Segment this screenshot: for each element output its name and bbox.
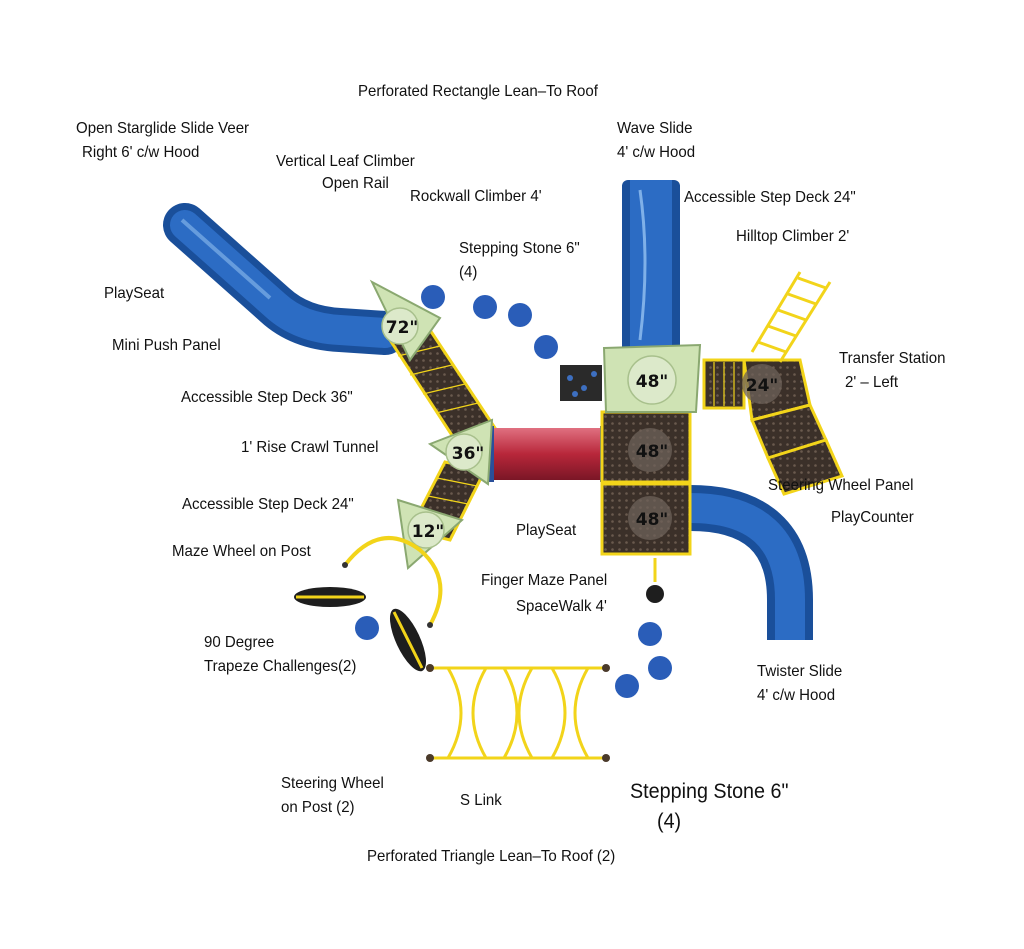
deck-height-72: 72": [386, 318, 419, 338]
label-steering-wheel-post-2: on Post (2): [281, 799, 355, 816]
deck-circle-48-bottom: [628, 496, 672, 540]
s-link-posts: [426, 664, 610, 762]
label-stepping-stone-bottom-1: Stepping Stone 6": [630, 780, 789, 803]
roof-triangle-12: [396, 498, 464, 570]
label-accessible-step-deck-36: Accessible Step Deck 36": [181, 389, 353, 406]
deck-height-12: 12": [412, 522, 445, 542]
label-perforated-triangle-roof: Perforated Triangle Lean–To Roof (2): [367, 848, 616, 865]
label-steering-wheel-panel: Steering Wheel Panel: [768, 477, 914, 494]
stepping-stones-top: [421, 285, 558, 359]
label-open-starglide-slide-2: Right 6' c/w Hood: [82, 144, 200, 161]
label-trapeze-2: Trapeze Challenges(2): [204, 658, 357, 675]
deck-height-48-bottom: 48": [636, 510, 669, 530]
label-transfer-station-1: Transfer Station: [839, 350, 946, 367]
stepping-stones-bottom: [355, 616, 672, 698]
deck-height-24: 24": [746, 376, 779, 396]
deck-height-36: 36": [452, 444, 485, 464]
transfer-station: [749, 403, 845, 496]
label-open-starglide-slide-1: Open Starglide Slide Veer: [76, 120, 250, 137]
s-link: [430, 666, 606, 760]
label-wave-slide-2: 4' c/w Hood: [617, 144, 696, 161]
label-twister-slide-1: Twister Slide: [757, 663, 843, 680]
label-wave-slide-1: Wave Slide: [617, 120, 693, 137]
deck-height-48-middle: 48": [636, 442, 669, 462]
deck-height-48-top: 48": [636, 372, 669, 392]
finger-maze-panel: [646, 558, 664, 603]
label-transfer-station-2: 2' – Left: [845, 374, 899, 391]
label-twister-slide-2: 4' c/w Hood: [757, 687, 836, 704]
wave-slide: [622, 180, 680, 360]
roof-triangle-36: [427, 418, 494, 486]
label-hilltop-climber: Hilltop Climber 2': [736, 228, 850, 245]
deck-24-right: [742, 358, 812, 422]
label-vertical-leaf-climber-1: Vertical Leaf Climber: [276, 153, 415, 170]
label-accessible-step-deck-24-left: Accessible Step Deck 24": [182, 496, 354, 513]
twister-slide: [689, 485, 813, 640]
label-maze-wheel: Maze Wheel on Post: [172, 543, 311, 560]
rockwall-holds: [567, 371, 597, 397]
hilltop-climber: [750, 271, 832, 363]
label-stepping-stone-top-2: (4): [459, 264, 478, 281]
maze-wheel: [342, 536, 443, 628]
deck-circle-48-middle: [628, 428, 672, 472]
label-stepping-stone-top-1: Stepping Stone 6": [459, 240, 580, 257]
label-playcounter: PlayCounter: [831, 509, 914, 526]
label-mini-push-panel: Mini Push Panel: [112, 337, 221, 354]
step-deck-24-right: [702, 358, 746, 410]
label-vertical-leaf-climber-2: Open Rail: [322, 175, 389, 192]
label-spacewalk: SpaceWalk 4': [516, 598, 607, 615]
trapeze-challenges: [294, 587, 427, 672]
label-stepping-stone-bottom-2: (4): [657, 810, 682, 833]
label-accessible-step-deck-24-top: Accessible Step Deck 24": [684, 189, 856, 206]
label-playseat-left: PlaySeat: [104, 285, 165, 302]
label-s-link: S Link: [460, 792, 502, 809]
crawl-tunnel: [486, 426, 608, 482]
label-steering-wheel-post-1: Steering Wheel: [281, 775, 384, 792]
roof-square-48: [602, 343, 702, 413]
label-finger-maze-panel: Finger Maze Panel: [481, 572, 608, 589]
starglide-slide: [163, 203, 407, 355]
label-rockwall-climber: Rockwall Climber 4': [410, 188, 542, 205]
label-trapeze-1: 90 Degree: [204, 634, 275, 651]
label-perforated-rectangle-roof: Perforated Rectangle Lean–To Roof: [358, 83, 598, 100]
roof-triangle-72: [369, 279, 442, 362]
label-crawl-tunnel: 1' Rise Crawl Tunnel: [241, 439, 379, 456]
label-playseat-center: PlaySeat: [516, 522, 577, 539]
rockwall-climber: [560, 365, 602, 401]
